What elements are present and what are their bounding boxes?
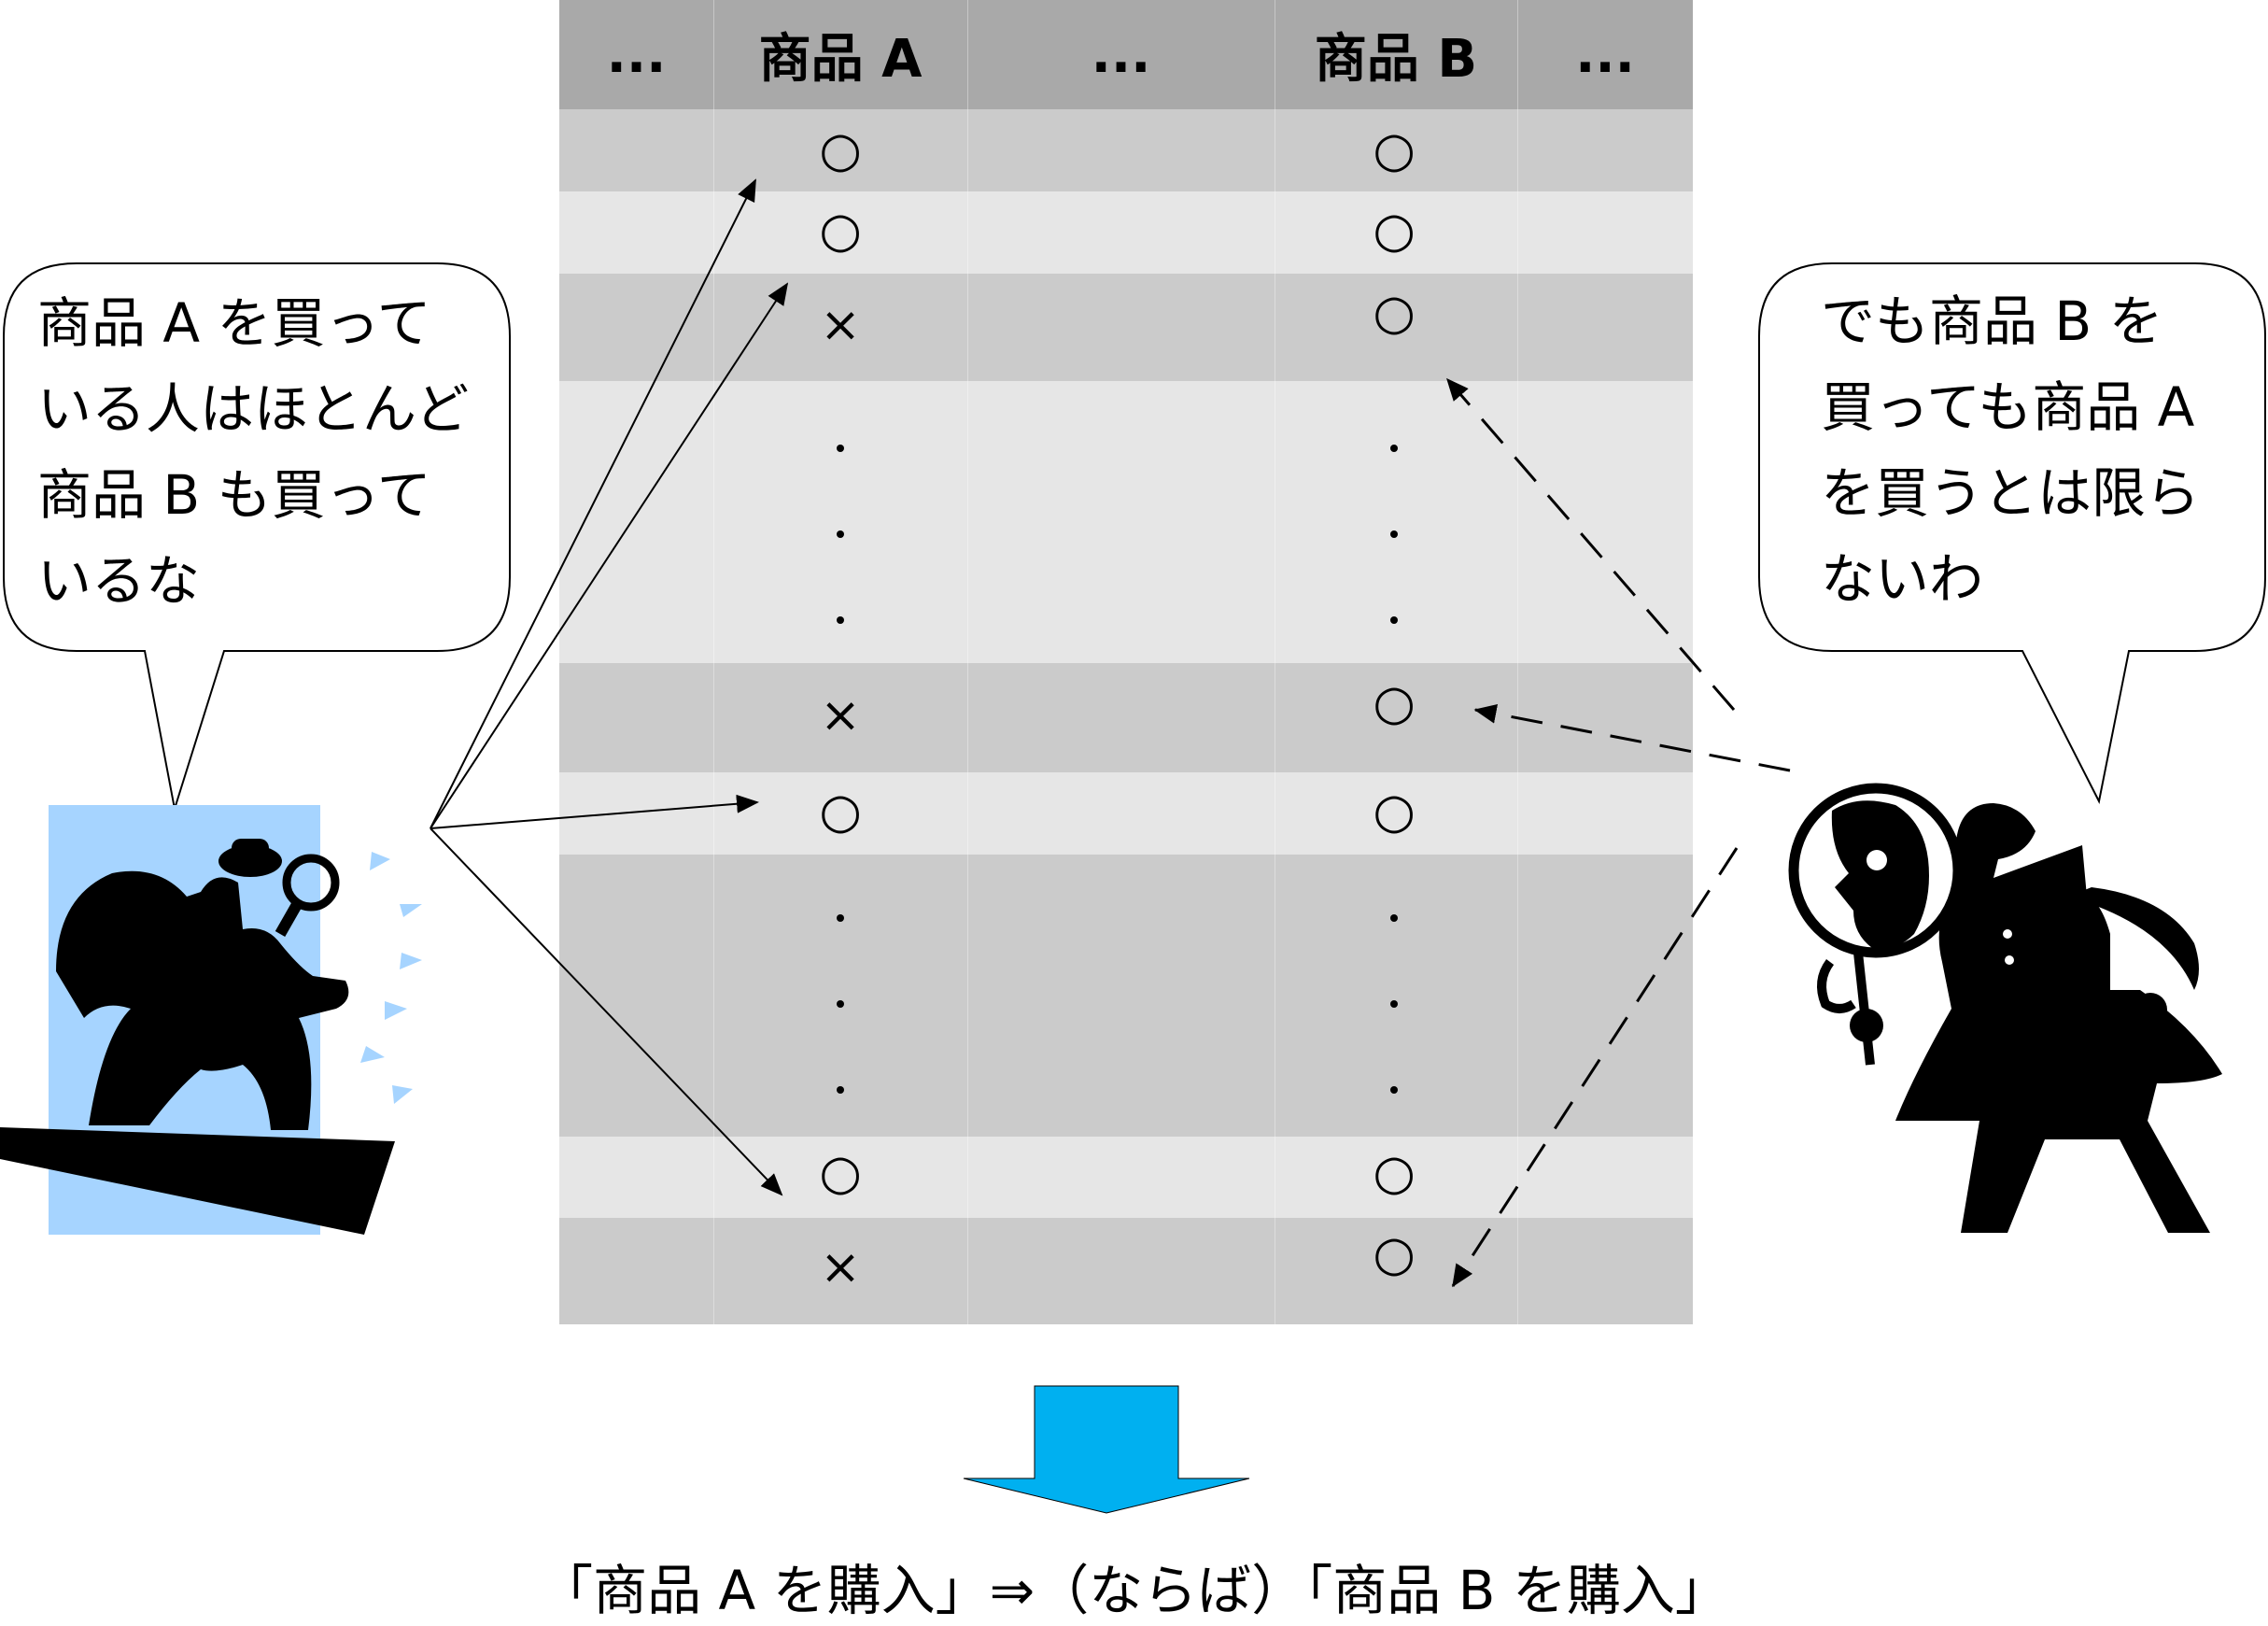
ellipsis-section: [559, 855, 1693, 1137]
ellipsis-dot: [837, 1086, 844, 1094]
table-row: [559, 1137, 1693, 1218]
table-row: [559, 191, 1693, 274]
ellipsis-dot: [1390, 1086, 1398, 1094]
ellipsis-dot: [1390, 914, 1398, 922]
table-row: [559, 772, 1693, 855]
header-ellipsis-3: ...: [1575, 24, 1635, 85]
ellipsis-dot: [837, 530, 844, 538]
product-a-mark: ○: [819, 203, 862, 259]
table-row: [559, 109, 1693, 191]
product-b-mark: ○: [1373, 122, 1416, 178]
table-row: [559, 1218, 1693, 1324]
product-b-mark: ○: [1373, 784, 1416, 840]
column-divider: [967, 0, 968, 1324]
product-a-mark: ○: [819, 1145, 862, 1201]
dashed-arrows: [1445, 377, 1791, 1288]
right-bubble-line: ないわ: [1821, 547, 1984, 611]
right-bubble-line: 買っても商品 A: [1821, 375, 2195, 439]
right-detective-icon: [1788, 783, 2222, 1233]
column-divider: [713, 0, 714, 1324]
purchase-table: ... 商品 A ... 商品 B ... ○ ○ × × ○ ○ × ○ ○ …: [559, 0, 1693, 1324]
ellipsis-dot: [837, 616, 844, 624]
left-bubble-line: いる人はほとんど: [37, 377, 470, 441]
product-b-mark: ○: [1373, 1145, 1416, 1201]
right-bubble-text: でも商品 B を 買っても商品 A を買うとは限ら ないわ: [1821, 278, 2200, 622]
table-row: [559, 663, 1693, 772]
product-b-mark: ○: [1373, 203, 1416, 259]
product-a-mark: ×: [820, 1239, 861, 1295]
ellipsis-dot: [837, 1000, 844, 1008]
ellipsis-dot: [1390, 445, 1398, 452]
ellipsis-dot: [1390, 530, 1398, 538]
header-ellipsis-1: ...: [606, 24, 667, 85]
product-a-mark: ○: [819, 784, 862, 840]
left-bubble-line: いるな: [37, 549, 201, 613]
solid-arrows: [430, 178, 789, 1196]
table-row: [559, 274, 1693, 381]
header-product-b: 商品 B: [1314, 29, 1478, 90]
right-speech-bubble: [1758, 262, 2266, 805]
product-b-mark: ○: [1373, 285, 1416, 341]
left-speech-bubble: [3, 262, 511, 810]
header-product-a: 商品 A: [758, 29, 923, 90]
ellipsis-dot: [837, 445, 844, 452]
column-divider: [1517, 0, 1518, 1324]
down-arrow-icon: [963, 1385, 1250, 1514]
product-b-mark: ○: [1373, 1226, 1416, 1282]
ellipsis-dot: [1390, 616, 1398, 624]
product-b-mark: ○: [1373, 675, 1416, 731]
right-bubble-line: を買うとは限ら: [1821, 461, 2201, 525]
product-a-mark: ○: [819, 122, 862, 178]
right-bubble-line: でも商品 B を: [1821, 290, 2163, 353]
left-bubble-line: 商品 B も買って: [37, 463, 431, 527]
ellipsis-section: [559, 381, 1693, 663]
left-bubble-line: 商品 A を買って: [37, 291, 431, 355]
product-a-mark: ×: [820, 297, 861, 353]
left-detective-icon: [0, 805, 422, 1235]
ellipsis-dot: [1390, 1000, 1398, 1008]
product-a-mark: ×: [820, 687, 861, 743]
table-header: [559, 0, 1693, 109]
left-bubble-text: 商品 A を買って いる人はほとんど 商品 B も買って いるな: [37, 280, 469, 624]
header-ellipsis-2: ...: [1091, 24, 1151, 85]
ellipsis-dot: [837, 914, 844, 922]
association-rule-text: 「商品 A を購入」⇒（ならば）「商品 B を購入」: [539, 1559, 1729, 1622]
